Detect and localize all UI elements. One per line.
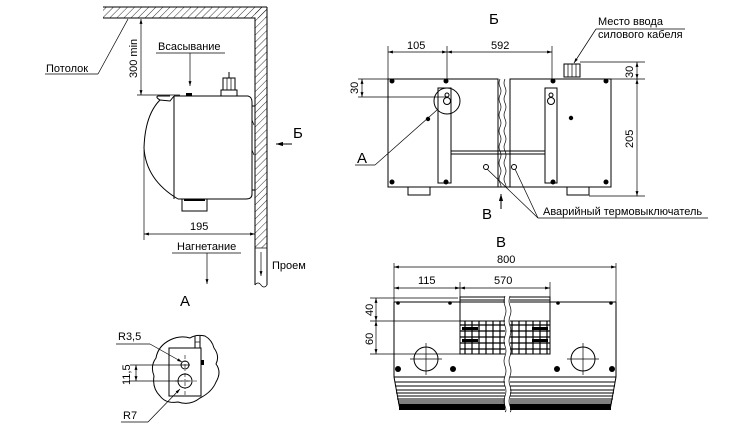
view-v: В 800 115 570 40 60 — [364, 234, 617, 413]
height-dimension: 205 — [624, 130, 636, 148]
small-radius-label: R3,5 — [118, 331, 141, 343]
detail-a-marker: А — [180, 293, 190, 310]
grille-depth-dimension: 60 — [364, 333, 376, 345]
cable-offset-dimension: 30 — [624, 66, 636, 78]
wall-hatch — [255, 7, 267, 248]
ceiling-hatch — [103, 7, 267, 18]
total-width-dimension: 800 — [497, 254, 515, 266]
view-b: Б 105 592 30 — [349, 11, 708, 223]
opening-label: Проем — [272, 260, 306, 272]
side-view: Потолок 300 min Всасывание — [45, 6, 306, 310]
thermal-switch-label: Аварийный термовыключатель — [543, 206, 702, 218]
top-depth-dimension: 40 — [364, 304, 376, 316]
heater-unit-side — [143, 72, 255, 212]
view-b-title: Б — [489, 11, 499, 28]
depth-dimension: 195 — [190, 221, 208, 233]
ceiling-label: Потолок — [46, 63, 88, 75]
clearance-dimension: 300 min — [128, 39, 140, 78]
grille-width-dimension: 570 — [494, 275, 512, 287]
view-b-marker: Б — [293, 125, 303, 142]
view-v-title: В — [496, 234, 506, 251]
cable-entry-label-line1: Место ввода — [598, 16, 664, 28]
detail-a-callout: А — [357, 150, 367, 167]
left-offset-dimension: 105 — [407, 40, 425, 52]
large-radius-label: R7 — [123, 410, 137, 422]
mount-points — [389, 78, 609, 185]
cable-entry-label-line2: силового кабеля — [598, 29, 683, 41]
discharge-label: Нагнетание — [177, 241, 236, 253]
slot-distance-dimension: 11,5 — [121, 364, 133, 385]
left-offset-dimension-v: 115 — [418, 275, 436, 287]
view-v-marker: В — [482, 206, 492, 223]
top-offset-dimension: 30 — [349, 82, 361, 94]
detail-a: 11,5 R3,5 R7 — [116, 331, 220, 423]
intake-label: Всасывание — [158, 41, 221, 53]
span-dimension: 592 — [491, 40, 509, 52]
